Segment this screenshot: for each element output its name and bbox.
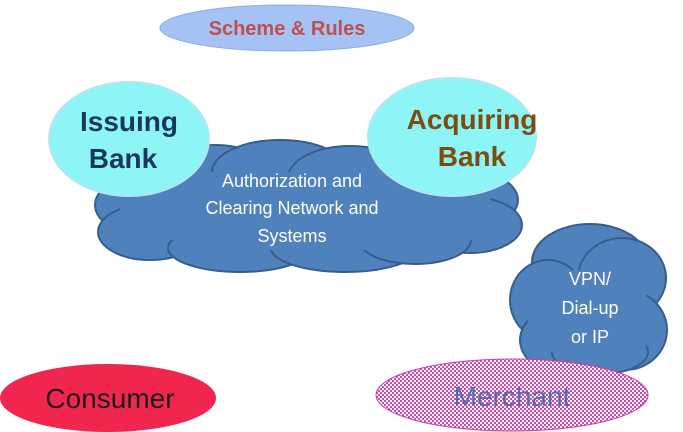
network-cloud-node: Authorization and Clearing Network and S… — [94, 139, 523, 273]
issuing-bank-line1: Issuing — [80, 106, 178, 137]
scheme-rules-ellipse — [159, 4, 415, 52]
network-cloud-line1: Authorization and — [222, 171, 362, 191]
consumer-node: Consumer — [0, 364, 216, 432]
issuing-bank-node: Issuing Bank — [48, 81, 210, 197]
acquiring-bank-ellipse — [367, 77, 537, 197]
network-cloud-line3: Systems — [257, 226, 326, 246]
vpn-cloud-line1: VPN/ — [569, 269, 611, 289]
vpn-cloud-line2: Dial-up — [561, 298, 618, 318]
consumer-ellipse — [0, 364, 216, 432]
network-cloud-line2: Clearing Network and — [205, 198, 378, 218]
merchant-node: Merchant — [375, 358, 649, 432]
acquiring-bank-line1: Acquiring — [407, 104, 538, 135]
issuing-bank-line2: Bank — [89, 143, 158, 174]
issuing-bank-ellipse — [48, 81, 210, 197]
acquiring-bank-node: Acquiring Bank — [367, 77, 538, 197]
vpn-cloud-line3: or IP — [571, 327, 609, 347]
vpn-cloud-node: VPN/ Dial-up or IP — [509, 223, 668, 375]
merchant-ellipse — [375, 358, 649, 432]
scheme-rules-label: Scheme & Rules — [209, 18, 366, 40]
acquiring-bank-line2: Bank — [438, 141, 507, 172]
scheme-rules-node: Scheme & Rules — [159, 4, 415, 52]
merchant-label: Merchant — [454, 381, 571, 412]
consumer-label: Consumer — [45, 383, 174, 414]
